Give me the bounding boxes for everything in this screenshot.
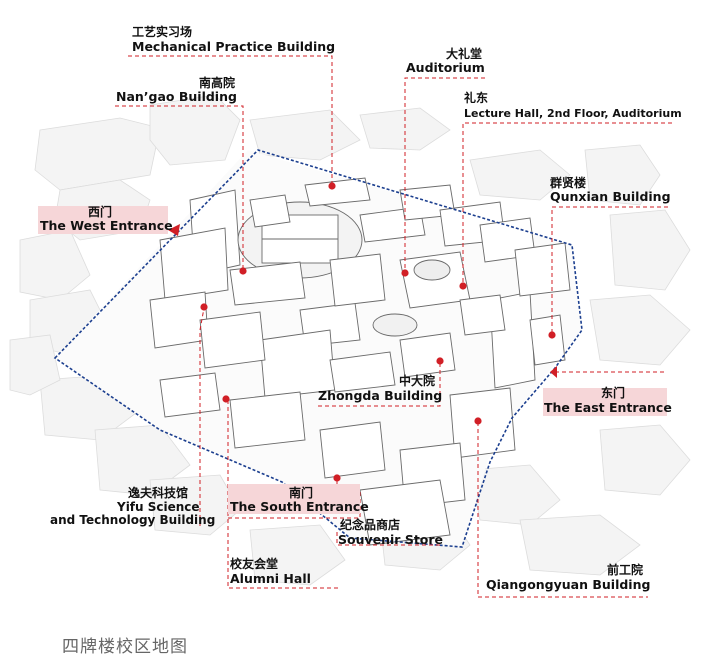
mechanical-label-en: Mechanical Practice Building	[132, 39, 336, 54]
south-gate-band	[228, 484, 360, 514]
marker-qunxian	[548, 331, 556, 339]
marker-qiangongyuan	[474, 417, 482, 425]
campus-boundary	[53, 149, 583, 548]
qiangongyuan-label-en: Qiangongyuan Building	[486, 577, 651, 592]
marker-yifu	[200, 303, 208, 311]
alumni-label-en: Alumni Hall	[230, 571, 311, 586]
leader-lines	[40, 55, 672, 598]
qunxian-label-en: Qunxian Building	[550, 189, 671, 204]
yifu-label-cn: 逸夫科技馆	[128, 486, 189, 500]
west-gate-label-en: The West Entrance	[40, 218, 173, 233]
yifu-label-en-2: and Technology Building	[50, 513, 216, 527]
souvenir-label-en: Souvenir Store	[338, 532, 444, 547]
west-gate-arrow	[168, 224, 180, 236]
map-caption: 四牌楼校区地图	[62, 637, 188, 657]
zhongda-label-en: Zhongda Building	[318, 388, 443, 403]
marker-alumni	[222, 395, 230, 403]
west-gate-band	[38, 206, 168, 234]
west-gate-label-cn: 西门	[88, 205, 113, 219]
nangao-label-en: Nan’gao Building	[116, 89, 237, 104]
marker-lidong	[459, 282, 467, 290]
alumni-label-cn: 校友会堂	[230, 557, 279, 571]
auditorium-label-cn: 大礼堂	[446, 47, 483, 61]
south-gate-label-cn: 南门	[289, 486, 314, 500]
marker-auditorium	[401, 269, 409, 277]
lidong-label-cn: 礼东	[464, 91, 489, 105]
east-gate-label-en: The East Entrance	[544, 400, 672, 415]
qiangongyuan-label-cn: 前工院	[607, 563, 644, 577]
qunxian-label-cn: 群贤楼	[550, 176, 587, 190]
auditorium-label-en: Auditorium	[406, 60, 485, 75]
lidong-label-en: Lecture Hall, 2nd Floor, Auditorium	[464, 107, 682, 120]
location-markers	[168, 182, 557, 482]
marker-mechanical	[328, 182, 336, 190]
marker-south	[333, 474, 341, 482]
zhongda-label-cn: 中大院	[399, 374, 436, 388]
souvenir-label-cn: 纪念品商店	[340, 518, 401, 532]
south-gate-label-en: The South Entrance	[230, 499, 369, 514]
nangao-label-cn: 南高院	[199, 76, 236, 90]
east-gate-label-cn: 东门	[601, 386, 626, 400]
mechanical-label-cn: 工艺实习场	[132, 25, 193, 39]
east-gate-band	[543, 388, 667, 416]
east-gate-arrow	[550, 366, 557, 378]
campus-buildings	[149, 177, 571, 546]
marker-nangao	[239, 267, 247, 275]
marker-zhongda	[436, 357, 444, 365]
yifu-label-en-1: Yifu Science	[117, 500, 200, 514]
